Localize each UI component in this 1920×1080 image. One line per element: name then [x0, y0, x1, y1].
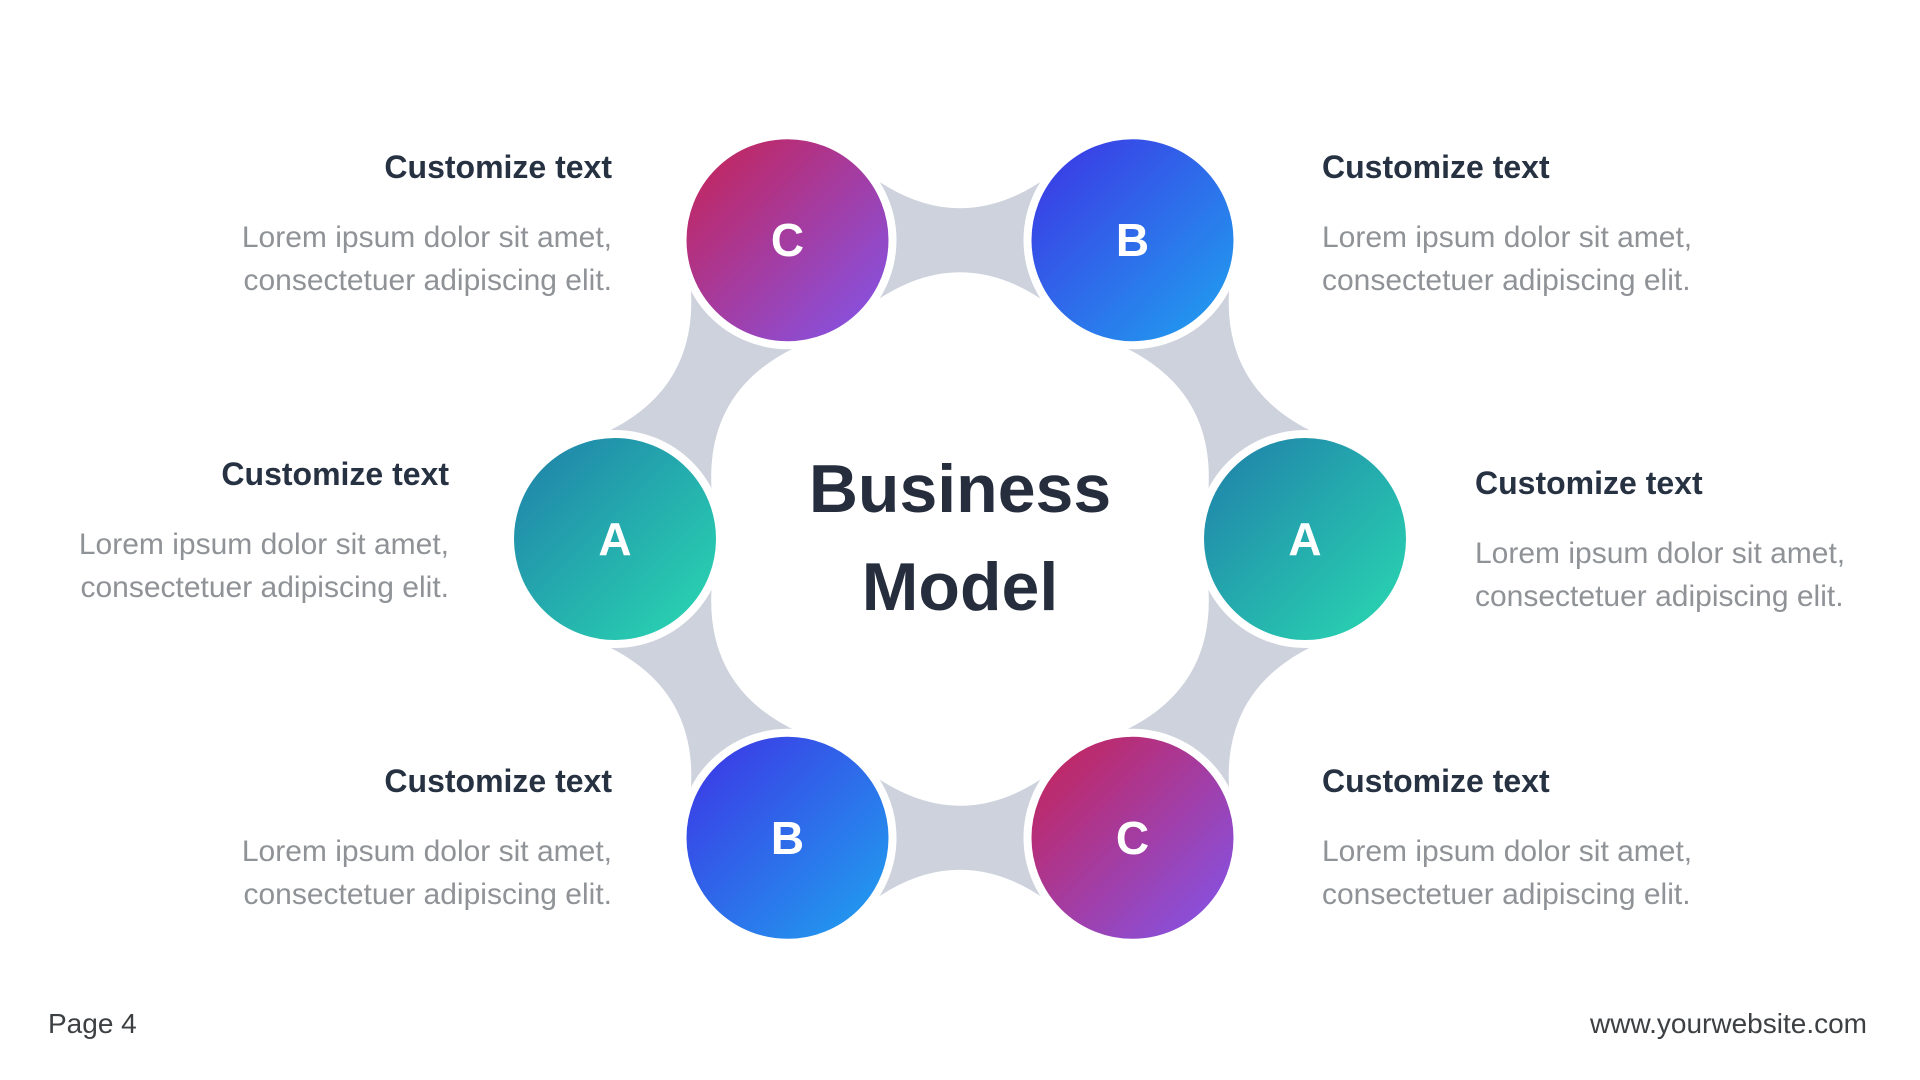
text-block-body: Lorem ipsum dolor sit amet, consectetuer…	[79, 523, 449, 609]
body-line: consectetuer adipiscing elit.	[1475, 580, 1844, 613]
body-line: Lorem ipsum dolor sit amet,	[241, 221, 612, 254]
body-line: consectetuer adipiscing elit.	[1322, 878, 1691, 911]
body-line: consectetuer adipiscing elit.	[243, 878, 612, 911]
body-line: consectetuer adipiscing elit.	[80, 571, 449, 604]
node-label-right: A	[1288, 513, 1321, 565]
body-line: Lorem ipsum dolor sit amet,	[241, 835, 612, 868]
text-block-heading: Customize text	[384, 763, 612, 799]
node-circle-bottom-left	[678, 728, 897, 947]
text-block-mid-left: Customize text Lorem ipsum dolor sit ame…	[79, 455, 449, 609]
connector	[837, 744, 1083, 931]
text-block-top-right: Customize text Lorem ipsum dolor sit ame…	[1322, 148, 1692, 302]
node-label-top-left: C	[771, 214, 804, 266]
node-circle-top-right	[1023, 131, 1242, 350]
node-circle-right	[1196, 430, 1414, 648]
text-block-bottom-left: Customize text Lorem ipsum dolor sit ame…	[242, 762, 612, 916]
text-block-heading: Customize text	[221, 456, 449, 492]
body-line: consectetuer adipiscing elit.	[243, 264, 612, 297]
text-block-body: Lorem ipsum dolor sit amet, consectetuer…	[1322, 216, 1692, 302]
node-circle-bottom-right	[1023, 728, 1242, 947]
node-circle-left	[506, 430, 724, 648]
body-line: Lorem ipsum dolor sit amet,	[78, 528, 449, 561]
node-label-top-right: B	[1116, 214, 1149, 266]
node-circle-top-left	[678, 131, 897, 350]
text-block-bottom-right: Customize text Lorem ipsum dolor sit ame…	[1322, 762, 1692, 916]
body-line: Lorem ipsum dolor sit amet,	[1475, 537, 1846, 570]
page-number: Page 4	[48, 1008, 137, 1039]
title-line: Business	[808, 451, 1112, 527]
title-line: Model	[861, 549, 1059, 625]
body-line: Lorem ipsum dolor sit amet,	[1322, 221, 1693, 254]
text-block-body: Lorem ipsum dolor sit amet, consectetuer…	[1322, 830, 1692, 916]
diagram-center-title: Business Model	[660, 440, 1260, 636]
text-block-body: Lorem ipsum dolor sit amet, consectetuer…	[1475, 532, 1845, 618]
body-line: Lorem ipsum dolor sit amet,	[1322, 835, 1693, 868]
node-label-left: A	[598, 513, 631, 565]
text-block-heading: Customize text	[1322, 149, 1550, 185]
text-block-heading: Customize text	[384, 149, 612, 185]
text-block-heading: Customize text	[1322, 763, 1550, 799]
node-label-bottom-right: C	[1116, 812, 1149, 864]
nodes-group: A C B A C B	[506, 131, 1414, 947]
body-line: consectetuer adipiscing elit.	[1322, 264, 1691, 297]
text-block-body: Lorem ipsum dolor sit amet, consectetuer…	[242, 830, 612, 916]
text-block-heading: Customize text	[1475, 465, 1703, 501]
text-block-top-left: Customize text Lorem ipsum dolor sit ame…	[242, 148, 612, 302]
text-block-mid-right: Customize text Lorem ipsum dolor sit ame…	[1475, 464, 1845, 618]
node-label-bottom-left: B	[771, 812, 804, 864]
website-url: www.yourwebsite.com	[1590, 1008, 1867, 1039]
connector	[837, 147, 1083, 334]
text-block-body: Lorem ipsum dolor sit amet, consectetuer…	[242, 216, 612, 302]
